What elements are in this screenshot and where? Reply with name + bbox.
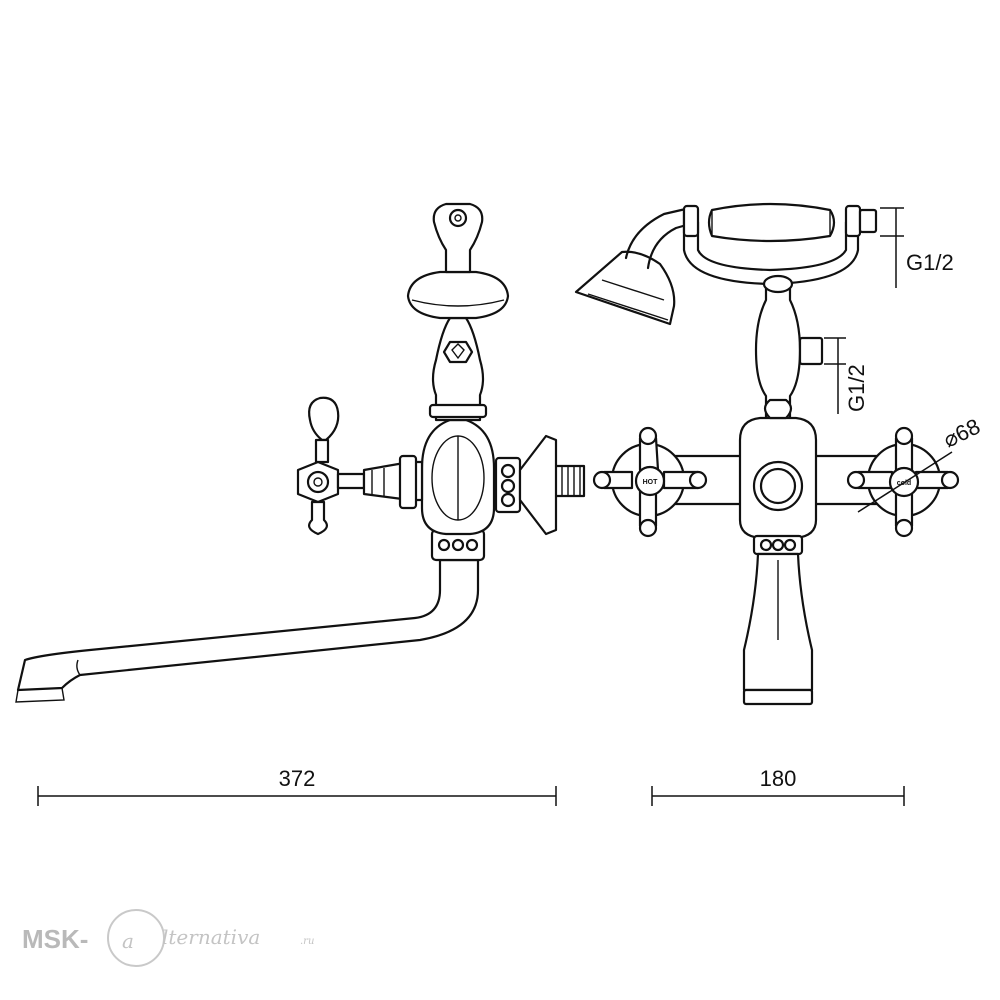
- thread-dimension-upper: G1/2: [880, 207, 954, 288]
- svg-text:a: a: [122, 929, 134, 953]
- front-view: HOT cold ⌀68: [574, 202, 984, 706]
- side-handle-cross: [296, 460, 340, 504]
- watermark-script: lternativa: [162, 925, 260, 949]
- wall-thread: [554, 464, 586, 498]
- hot-label: HOT: [643, 479, 659, 486]
- wall-connector-nut: [494, 456, 522, 514]
- diameter-leader: [857, 451, 953, 513]
- front-width-label: 180: [760, 766, 797, 791]
- cold-handle: cold: [846, 426, 960, 538]
- side-handle-lever: [308, 396, 340, 442]
- watermark-logo: MSK- a lternativa .ru: [22, 909, 314, 967]
- dimension-side-width: 372: [37, 766, 557, 806]
- thread-label-upper: G1/2: [906, 250, 954, 275]
- handshower-neck: [624, 206, 692, 260]
- handset-grip: [707, 202, 836, 243]
- side-width-label: 372: [279, 766, 316, 791]
- diameter-label: ⌀68: [939, 413, 984, 452]
- wall-flange: [518, 434, 558, 536]
- spout: [16, 558, 480, 692]
- thread-dimension-lower: G1/2: [824, 337, 869, 414]
- watermark-prefix: MSK-: [22, 924, 88, 954]
- side-view: [15, 202, 586, 703]
- handshower-cradle: [406, 270, 510, 320]
- at-sign-icon: [107, 909, 165, 967]
- hot-handle: HOT: [592, 426, 708, 538]
- watermark-domain: .ru: [300, 936, 314, 947]
- thread-label-lower: G1/2: [844, 364, 869, 412]
- dimension-front-width: 180: [651, 766, 905, 806]
